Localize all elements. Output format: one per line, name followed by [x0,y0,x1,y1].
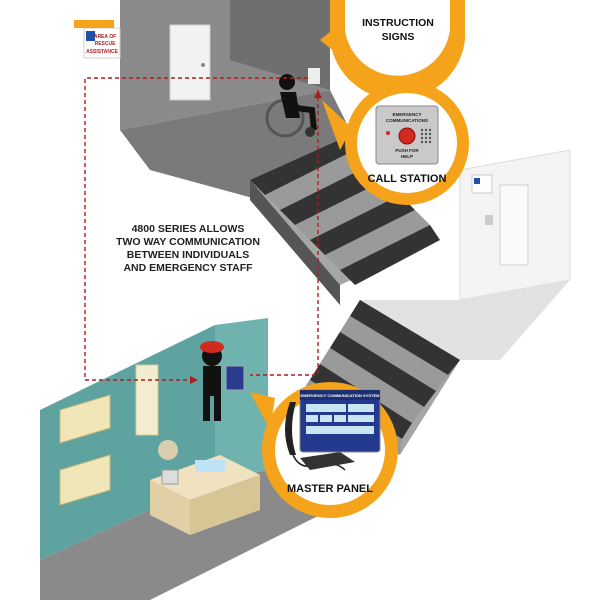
call-station-pointer [322,100,352,150]
desk-top [150,455,260,500]
middle-wall-station [485,215,493,225]
top-door [169,24,211,101]
emergency-staff-figure [200,341,245,421]
arrow-to-staff [190,376,198,384]
wall-master-panel [225,365,245,391]
master-panel-header [300,390,380,400]
middle-door [499,184,529,266]
screen-cell-2 [320,415,332,422]
caption-line-2: TWO WAY COMMUNICATION [116,236,260,248]
rescue-sign-line3: ASSISTANCE [86,49,119,55]
wheelchair-user-icon [265,74,317,138]
instruction-callout-inner [345,0,450,76]
screen-cell-3 [334,415,346,422]
handset-icon [285,402,296,455]
top-door-knob [201,63,205,67]
caption-line-1: 4800 SERIES ALLOWS [132,223,245,235]
caption-line-3: BETWEEN INDIVIDUALS [127,249,250,261]
call-station-wall-unit [308,68,320,84]
screen-row-1b [348,404,374,412]
rescue-sign-line1: AREA OF [94,34,116,40]
middle-floor [360,149,571,360]
dashed-path-left [84,77,308,381]
orange-strip [74,20,114,28]
master-panel-callout: EMERGENCY COMMUNICATION SYSTEM MASTER PA… [250,382,398,518]
screen-row-1 [306,404,346,412]
screen-cell-4 [348,415,374,422]
upper-cabinet [59,394,111,444]
communication-path [84,77,319,381]
instruction-label-line2: SIGNS [382,31,415,43]
desk-monitor [161,469,179,485]
button-caption-2: HELP [401,154,413,159]
master-panel-label: MASTER PANEL [287,483,373,495]
screen-cell-1 [306,415,318,422]
master-panel-title: EMERGENCY COMMUNICATION SYSTEM [301,393,381,398]
instruction-signs-callout: INSTRUCTION SIGNS [320,0,465,100]
desk-side [190,475,260,535]
push-for-help-button [398,127,416,145]
teal-left-wall [40,325,215,560]
lower-cabinet [59,454,111,506]
teal-right-wall [215,318,268,480]
control-room-door [135,364,159,436]
instruction-label-line1: INSTRUCTION [362,17,434,29]
button-caption-1: PUSH FOR [395,148,419,153]
desk-paper [195,460,225,472]
top-corner-wall [230,0,330,90]
accessibility-icon [86,31,95,41]
control-room [40,318,330,600]
call-station-label: CALL STATION [368,173,447,185]
device-title-2: COMMUNICATIONS [386,118,428,123]
chair-back [158,440,178,460]
device-title-1: EMERGENCY [392,112,421,117]
speaker-grille-icon [420,128,432,144]
dashed-path-right [250,90,319,376]
status-led [386,131,390,135]
desk-front [150,480,190,535]
rescue-sign-line2: RESCUE [95,41,117,47]
rescue-area-sign: AREA OF RESCUE ASSISTANCE [83,27,121,59]
call-station-callout: EMERGENCY COMMUNICATIONS PUSH FOR HELP C… [322,81,469,205]
screen-row-3 [306,426,374,434]
middle-accessibility-icon [474,178,480,184]
caption-line-4: AND EMERGENCY STAFF [123,262,253,274]
arrow-to-call-station [314,90,322,98]
system-caption: 4800 SERIES ALLOWS TWO WAY COMMUNICATION… [116,223,260,274]
console-base [300,452,355,470]
